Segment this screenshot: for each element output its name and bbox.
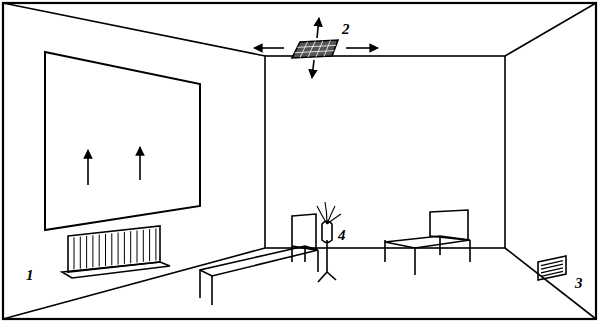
ceiling-diffuser [292, 40, 338, 58]
callout-number: 2 [342, 22, 350, 37]
stand [317, 202, 341, 282]
bed [200, 214, 318, 305]
room-frame [3, 3, 596, 319]
bed [385, 210, 470, 275]
back-wall [265, 56, 505, 248]
radiator [62, 226, 170, 278]
callout-number: 1 [26, 268, 34, 283]
wall-grille [538, 256, 566, 280]
callout-number: 4 [338, 228, 346, 243]
callout-number: 3 [575, 276, 583, 291]
window [45, 52, 200, 230]
